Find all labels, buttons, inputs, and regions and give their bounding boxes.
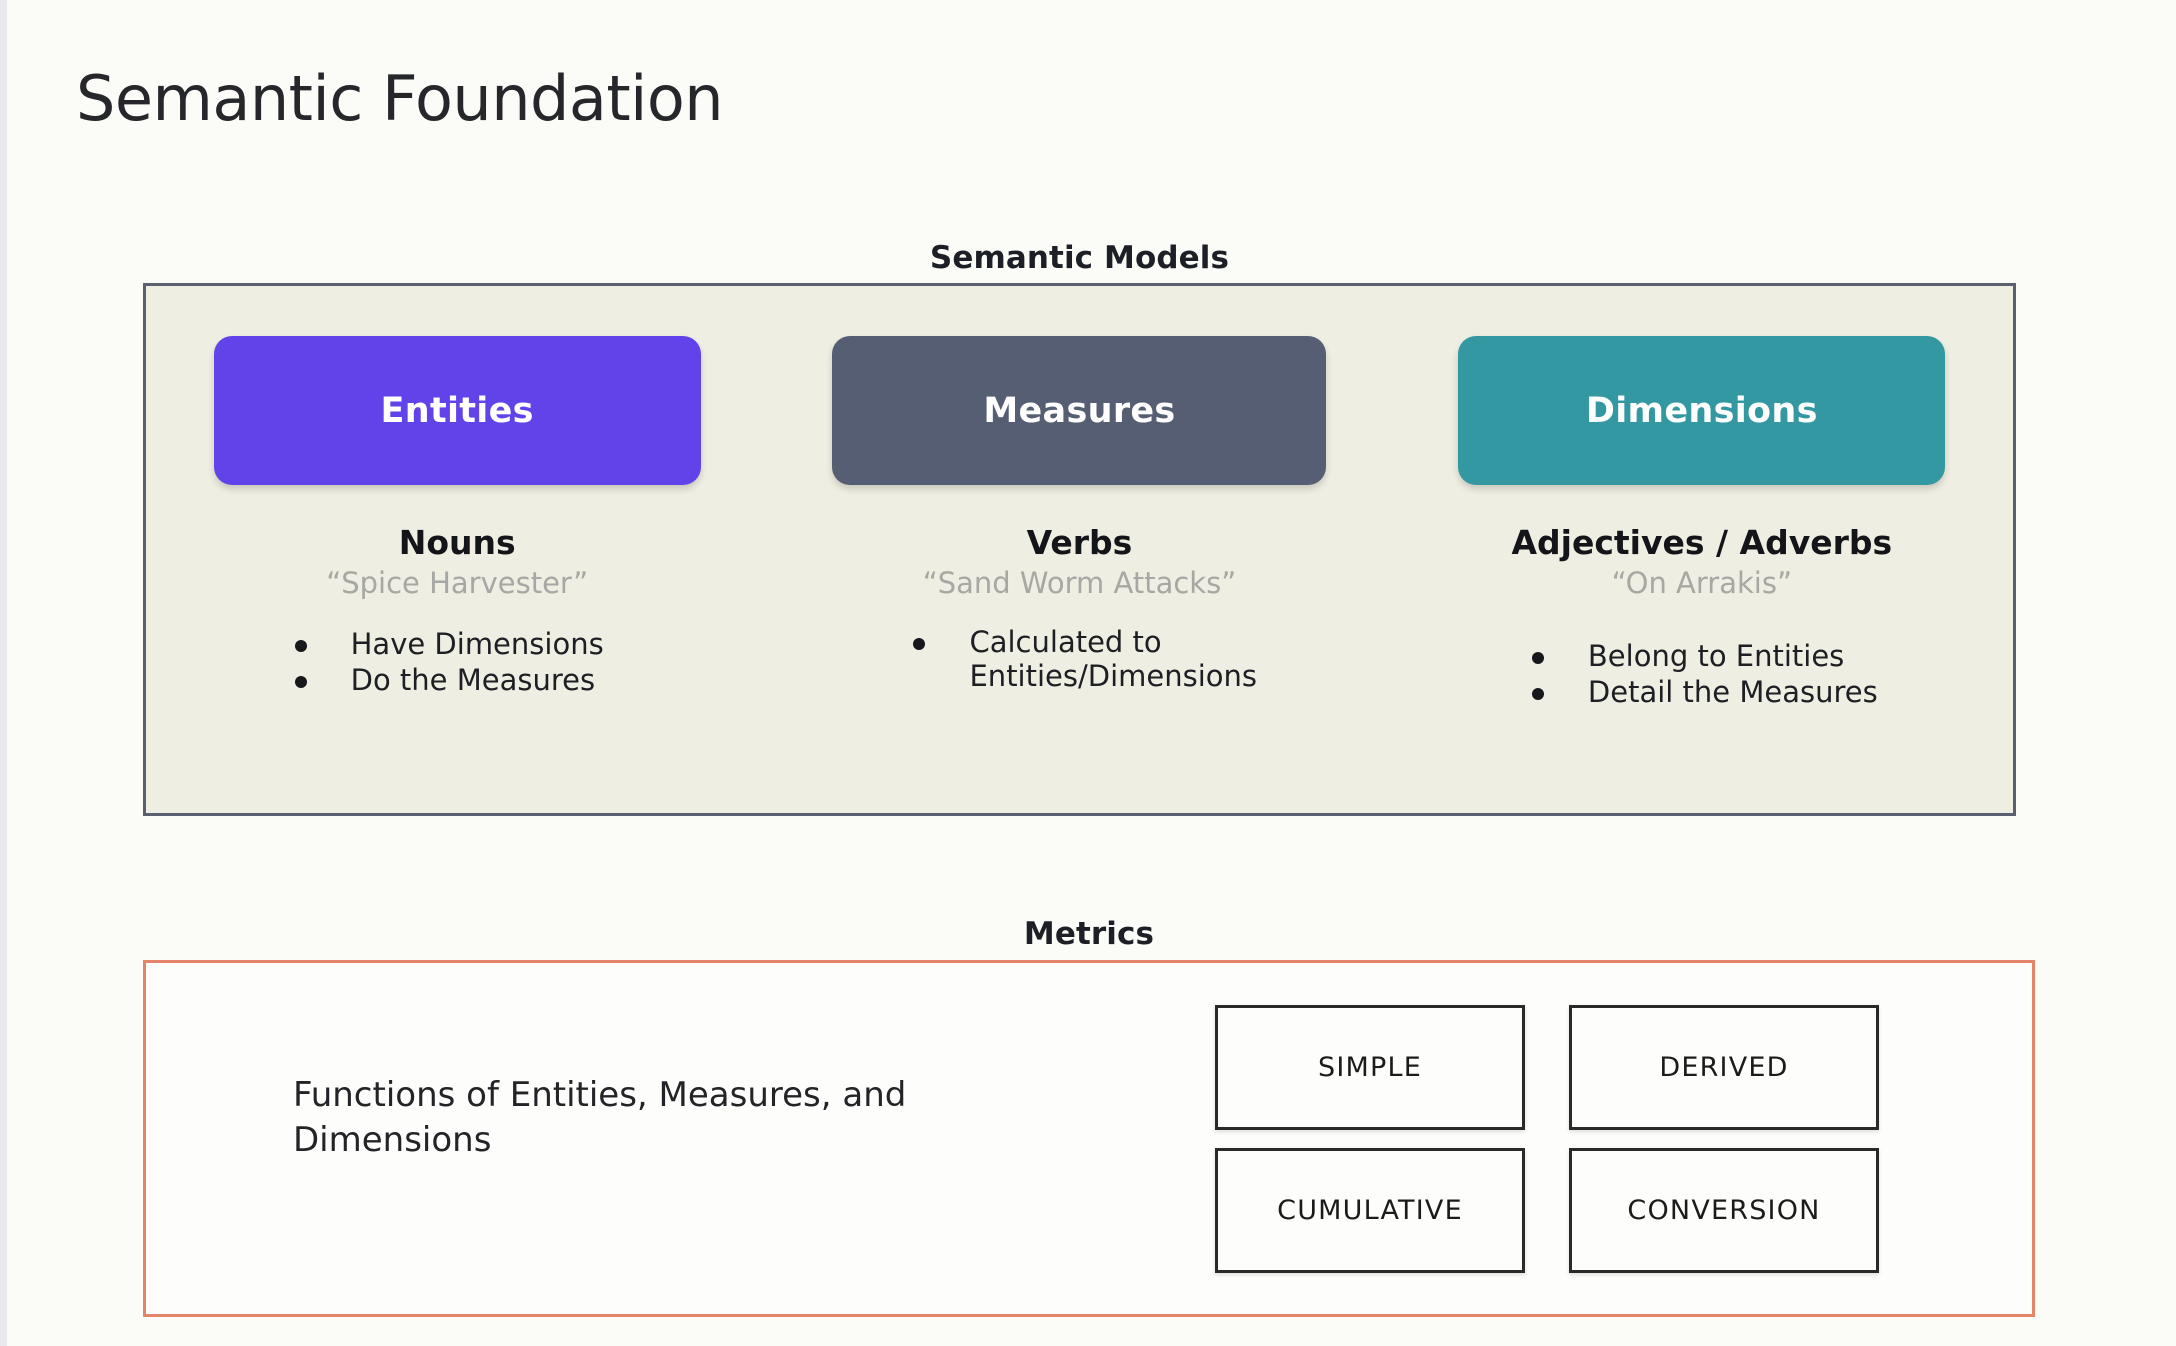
example-quote-dimensions: “On Arrakis” xyxy=(1611,566,1792,600)
part-of-speech-adjectives-adverbs: Adjectives / Adverbs xyxy=(1511,523,1893,562)
metric-box-derived[interactable]: DERIVED xyxy=(1569,1005,1879,1130)
list-item: Have Dimensions xyxy=(294,627,604,662)
metric-type-grid: SIMPLE DERIVED CUMULATIVE CONVERSION xyxy=(1215,1005,1879,1273)
list-item: Calculated to Entities/Dimensions xyxy=(913,625,1257,694)
bullet-list-measures: Calculated to Entities/Dimensions xyxy=(913,625,1257,696)
bullet-list-dimensions: Belong to Entities Detail the Measures xyxy=(1531,639,1878,712)
semantic-column-dimensions: Dimensions Adjectives / Adverbs “On Arra… xyxy=(1391,286,2013,813)
metric-box-simple[interactable]: SIMPLE xyxy=(1215,1005,1525,1130)
list-item: Belong to Entities xyxy=(1531,639,1878,674)
part-of-speech-nouns: Nouns xyxy=(398,523,516,562)
metrics-panel: Functions of Entities, Measures, and Dim… xyxy=(143,960,2035,1317)
page-title: Semantic Foundation xyxy=(76,62,724,135)
metric-box-conversion[interactable]: CONVERSION xyxy=(1569,1148,1879,1273)
chip-measures[interactable]: Measures xyxy=(832,336,1327,485)
semantic-models-columns: Entities Nouns “Spice Harvester” Have Di… xyxy=(146,286,2013,813)
chip-entities[interactable]: Entities xyxy=(213,336,701,485)
metrics-heading: Metrics xyxy=(1023,916,1155,952)
bullet-list-entities: Have Dimensions Do the Measures xyxy=(294,627,604,700)
metrics-description: Functions of Entities, Measures, and Dim… xyxy=(293,1075,907,1160)
semantic-column-entities: Entities Nouns “Spice Harvester” Have Di… xyxy=(146,286,768,813)
part-of-speech-verbs: Verbs xyxy=(1026,523,1133,562)
example-quote-measures: “Sand Worm Attacks” xyxy=(922,566,1237,600)
semantic-models-panel: Entities Nouns “Spice Harvester” Have Di… xyxy=(143,283,2016,816)
metric-box-cumulative[interactable]: CUMULATIVE xyxy=(1215,1148,1525,1273)
chip-dimensions[interactable]: Dimensions xyxy=(1458,336,1946,485)
list-item: Do the Measures xyxy=(294,663,604,698)
left-edge-strip xyxy=(0,0,7,1346)
semantic-models-heading: Semantic Models xyxy=(929,240,1230,276)
semantic-column-measures: Measures Verbs “Sand Worm Attacks” Calcu… xyxy=(768,286,1390,813)
example-quote-entities: “Spice Harvester” xyxy=(326,566,589,600)
list-item: Detail the Measures xyxy=(1531,675,1878,710)
